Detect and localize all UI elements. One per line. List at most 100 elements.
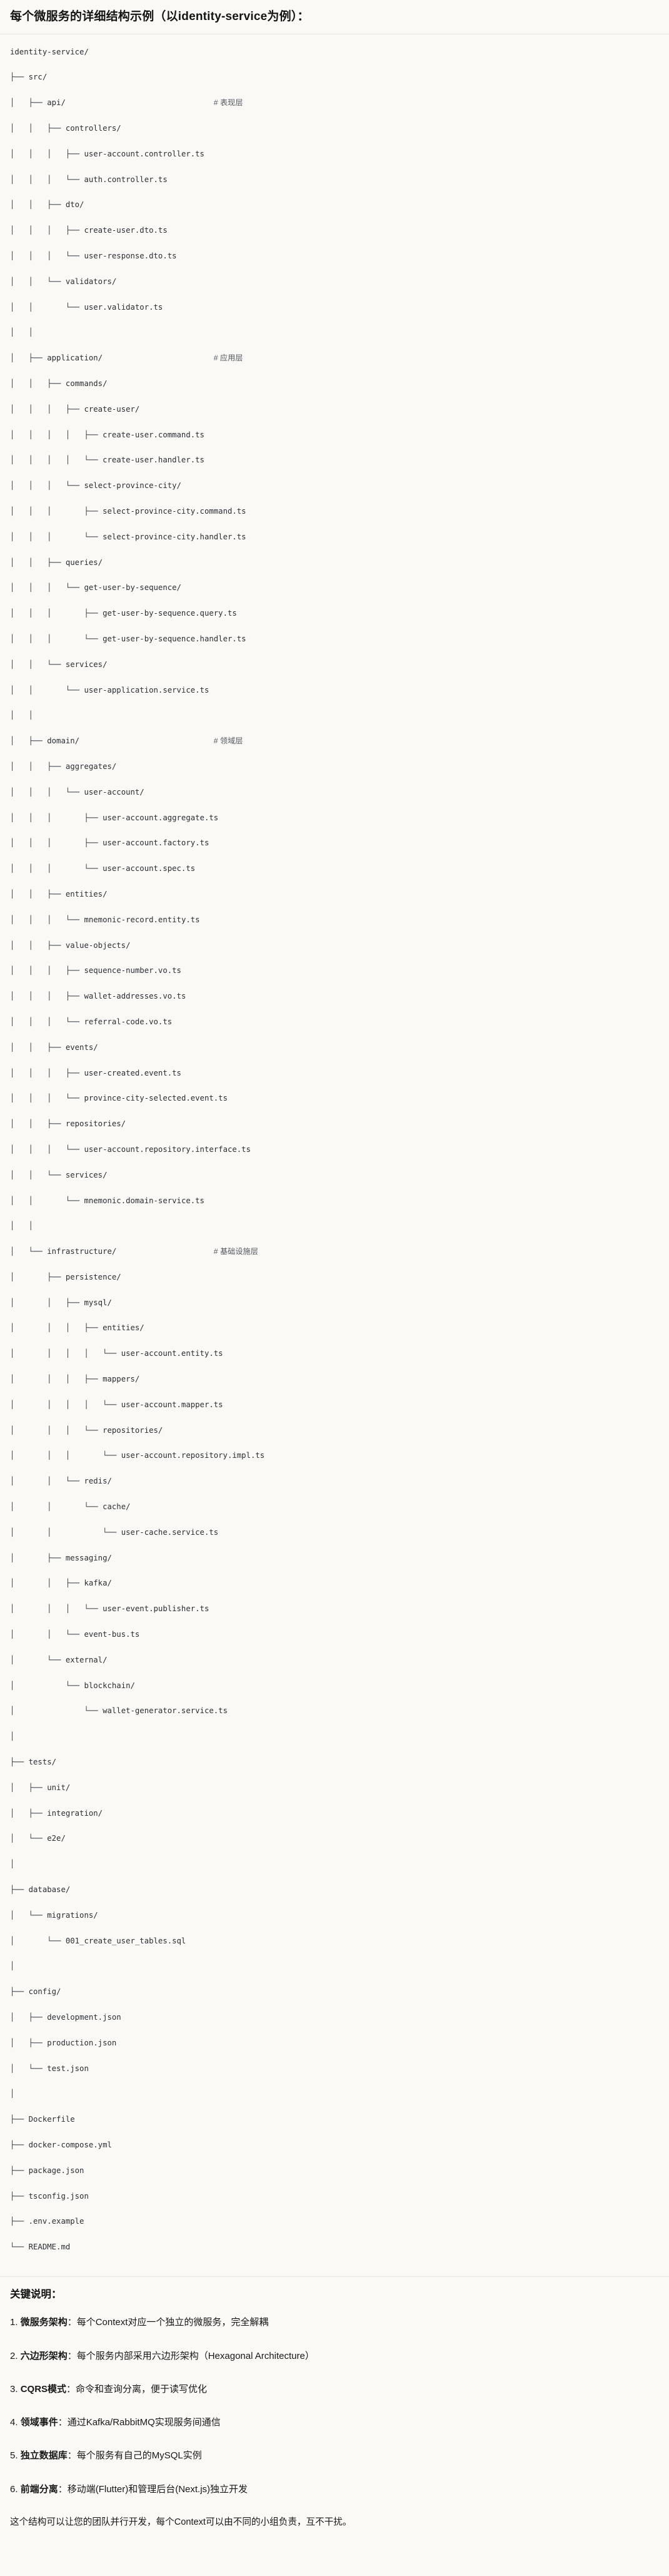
tree-folder-name: src/ [28, 73, 48, 82]
tree-comment-spacer [79, 736, 214, 745]
tree-branch-glyph: │ │ │ ├── [10, 838, 103, 848]
tree-row: │ │ ├── commands/ [10, 377, 659, 390]
tree-branch-glyph: │ └── [10, 1834, 48, 1843]
tree-row: │ │ │ └── repositories/ [10, 1424, 659, 1437]
tree-file-name: development.json [47, 2013, 121, 2022]
tree-row: ├── docker-compose.yml [10, 2139, 659, 2151]
tree-layer-comment: # 领域层 [213, 736, 243, 746]
tree-file-name: sequence-number.vo.ts [84, 966, 181, 975]
tree-branch-glyph: │ │ │ ├── [10, 149, 84, 158]
tree-branch-glyph: │ │ ├── [10, 1119, 66, 1129]
title-block: 每个微服务的详细结构示例（以identity-service为例）： [0, 0, 669, 34]
tree-row: │ │ ├── entities/ [10, 888, 659, 900]
tree-branch-glyph: │ │ │ └── [10, 915, 84, 924]
tree-file-name: wallet-addresses.vo.ts [84, 992, 186, 1001]
tree-branch-glyph: │ │ ├── [10, 1298, 84, 1307]
tree-file-name: create-user.command.ts [103, 430, 204, 439]
key-note-item: 2. 六边形架构：每个服务内部采用六边形架构（Hexagonal Archite… [10, 2349, 659, 2363]
tree-file-name: user.validator.ts [84, 302, 163, 312]
tree-row: │ │ │ └── user-event.publisher.ts [10, 1602, 659, 1615]
tree-branch-glyph: │ │ ├── [10, 200, 66, 210]
tree-row: │ │ [10, 326, 659, 339]
tree-folder-name: get-user-by-sequence/ [84, 583, 181, 593]
tree-row: │ │ └── user.validator.ts [10, 301, 659, 313]
tree-file-name: test.json [47, 2064, 89, 2073]
tree-row: │ │ │ └── user-account.spec.ts [10, 862, 659, 875]
tree-branch-glyph: │ │ └── [10, 302, 84, 312]
tree-row: │ │ ├── value-objects/ [10, 939, 659, 952]
tree-branch-glyph: │ └── [10, 1910, 48, 1920]
tree-branch-glyph: │ │ └── [10, 1502, 103, 1512]
tree-branch-glyph: │ [10, 2089, 15, 2099]
tree-branch-glyph: │ │ │ │ └── [10, 456, 103, 465]
tree-branch-glyph: ├── [10, 2191, 29, 2201]
tree-row: │ └── test.json [10, 2062, 659, 2075]
tree-file-name: user-account.entity.ts [121, 1349, 223, 1358]
tree-row: │ └── wallet-generator.service.ts [10, 1704, 659, 1717]
key-note-title: 六边形架构 [20, 2350, 68, 2361]
tree-branch-glyph: │ │ ├── [10, 889, 66, 899]
tree-file-name: province-city-selected.event.ts [84, 1094, 228, 1103]
tree-folder-name: config/ [28, 1987, 61, 1997]
tree-row: │ └── e2e/ [10, 1832, 659, 1845]
tree-row: │ │ │ ├── sequence-number.vo.ts [10, 964, 659, 977]
tree-branch-glyph: │ │ └── [10, 1196, 84, 1205]
key-note-body: ：每个Context对应一个独立的微服务，完全解耦 [67, 2317, 269, 2328]
tree-file-name: mnemonic-record.entity.ts [84, 915, 200, 924]
tree-folder-name: validators/ [65, 277, 117, 286]
tree-row: │ │ └── validators/ [10, 275, 659, 288]
closing-paragraph: 这个结构可以让您的团队并行开发，每个Context可以由不同的小组负责，互不干扰… [10, 2517, 352, 2527]
tree-row: │ │ │ └── referral-code.vo.ts [10, 1016, 659, 1028]
key-note-body: ：移动端(Flutter)和管理后台(Next.js)独立开发 [58, 2483, 248, 2495]
tree-branch-glyph: ├── [10, 1885, 29, 1895]
tree-branch-glyph: │ │ │ │ └── [10, 1349, 121, 1358]
tree-folder-name: repositories/ [103, 1425, 163, 1435]
tree-row: ├── tsconfig.json [10, 2190, 659, 2202]
tree-file-name: docker-compose.yml [28, 2140, 112, 2149]
tree-branch-glyph: │ │ │ └── [10, 481, 84, 491]
tree-folder-name: identity-service/ [10, 47, 89, 56]
tree-branch-glyph: │ │ └── [10, 1170, 66, 1179]
tree-folder-name: services/ [65, 659, 108, 669]
tree-file-name: get-user-by-sequence.query.ts [103, 609, 237, 618]
key-note-body: ：通过Kafka/RabbitMQ实现服务间通信 [58, 2417, 221, 2428]
tree-folder-name: controllers/ [65, 124, 121, 133]
key-note-title: 独立数据库 [20, 2450, 68, 2461]
tree-folder-name: domain/ [47, 736, 80, 746]
tree-folder-name: entities/ [103, 1323, 144, 1333]
tree-row: │ │ │ └── province-city-selected.event.t… [10, 1092, 659, 1104]
tree-branch-glyph: │ │ │ └── [10, 787, 84, 797]
tree-branch-glyph: ├── [10, 1758, 29, 1767]
tree-branch-glyph: │ │ ├── [10, 124, 66, 133]
tree-row: │ └── infrastructure/ # 基础设施层 [10, 1245, 659, 1258]
tree-branch-glyph: │ │ │ └── [10, 252, 84, 261]
tree-comment-spacer [66, 98, 214, 107]
tree-file-name: create-user.dto.ts [84, 226, 168, 235]
key-note-title: CQRS模式 [20, 2383, 67, 2395]
tree-branch-glyph: │ │ │ ├── [10, 226, 84, 235]
tree-branch-glyph: │ │ │ └── [10, 1425, 103, 1435]
key-notes-heading: 关键说明： [10, 2288, 62, 2300]
tree-folder-name: api/ [47, 98, 66, 108]
tree-branch-glyph: │ │ │ ├── [10, 609, 103, 618]
tree-branch-glyph: │ │ ├── [10, 1579, 84, 1588]
tree-branch-glyph: │ │ │ └── [10, 634, 103, 643]
tree-row: ├── database/ [10, 1883, 659, 1896]
tree-branch-glyph: │ │ │ └── [10, 1017, 84, 1026]
tree-row: │ │ │ └── user-account.repository.impl.t… [10, 1449, 659, 1462]
tree-folder-name: e2e/ [47, 1834, 66, 1843]
tree-branch-glyph: │ │ ├── [10, 940, 66, 950]
tree-row: │ ├── integration/ [10, 1807, 659, 1820]
tree-folder-name: redis/ [84, 1477, 112, 1486]
tree-branch-glyph: ├── [10, 73, 29, 82]
tree-layer-comment: # 应用层 [213, 354, 243, 363]
tree-branch-glyph: │ │ │ └── [10, 864, 103, 873]
tree-branch-glyph: │ │ ├── [10, 761, 66, 771]
tree-file-name: tsconfig.json [28, 2191, 89, 2201]
tree-row: │ │ └── services/ [10, 1169, 659, 1181]
tree-file-name: README.md [28, 2243, 71, 2252]
tree-folder-name: dto/ [65, 200, 84, 210]
tree-row: │ │ ├── dto/ [10, 198, 659, 211]
tree-row: │ │ ├── kafka/ [10, 1577, 659, 1589]
